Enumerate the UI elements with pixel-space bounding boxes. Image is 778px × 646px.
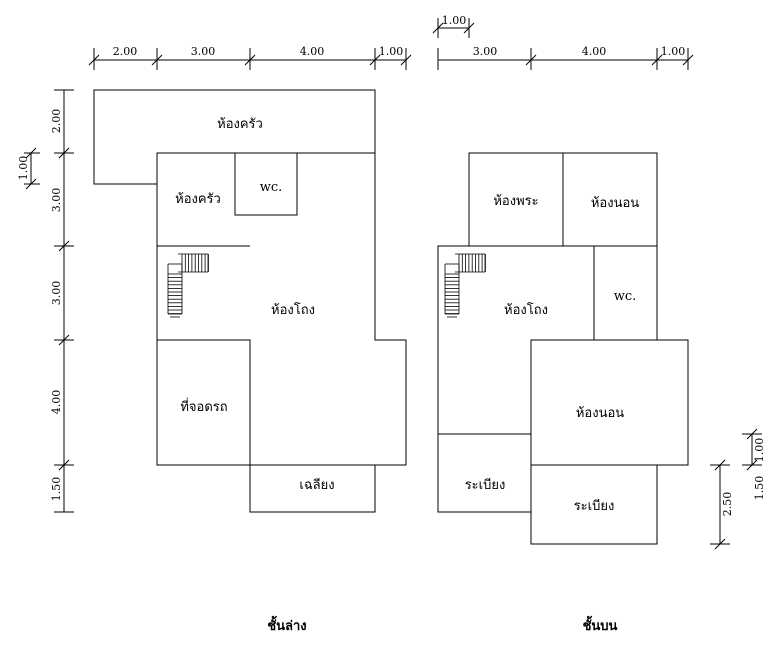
- ground-dim-left-4: 4.00: [50, 390, 63, 415]
- upper-dim-top-3: 1.00: [661, 45, 686, 58]
- ground-dimensions: 2.00 3.00 4.00 1.00 2.00 3.00 3.00 4.00 …: [17, 45, 412, 513]
- ground-carport-label: ที่จอดรถ: [180, 398, 227, 415]
- upper-dim-right-2: 1.50: [753, 476, 766, 501]
- ground-wc-walls: [234, 152, 298, 216]
- ground-dim-left-2: 3.00: [50, 188, 63, 213]
- upper-dim-right-3: 2.50: [721, 492, 734, 517]
- upper-stair-icon: [444, 253, 486, 318]
- upper-balcony-bottom-walls: [530, 465, 658, 545]
- ground-dim-left-1: 2.00: [50, 109, 63, 134]
- upper-wc-label: wc.: [614, 289, 637, 304]
- ground-kitchen-extension-walls: [93, 89, 376, 185]
- ground-porch-label: เฉลียง: [299, 477, 334, 493]
- ground-dim-top-1: 2.00: [113, 45, 138, 58]
- ground-dim-top-4: 1.00: [379, 45, 404, 58]
- ground-wc-label: wc.: [260, 180, 283, 195]
- upper-balcony-bottom-label: ระเบียง: [574, 498, 615, 514]
- upper-bedroom-main-label: ห้องนอน: [576, 406, 624, 421]
- upper-dimensions: 1.00 3.00 4.00 1.00 1.00 1.50 2.50: [432, 14, 766, 550]
- ground-kitchen-outer-label: ห้องครัว: [217, 117, 263, 132]
- ground-dim-top-2: 3.00: [191, 45, 216, 58]
- upper-floor-caption: ชั้นบน: [583, 615, 618, 634]
- upper-dim-right-1: 1.00: [753, 438, 766, 463]
- ground-porch-walls: [249, 465, 376, 513]
- upper-balcony-left-walls: [437, 433, 532, 513]
- ground-dim-left-3: 3.00: [50, 281, 63, 306]
- ground-stair-icon: [167, 253, 209, 318]
- ground-main-outline: [156, 152, 407, 466]
- ground-dim-top-3: 4.00: [300, 45, 325, 58]
- upper-floor-plan: ห้องพระ ห้องนอน ห้องโถง wc. ห้องนอน ระเบ…: [437, 152, 689, 634]
- ground-floor-caption: ชั้นล่าง: [267, 615, 306, 634]
- upper-bedroom-main-walls: [530, 339, 689, 466]
- ground-kitchen-inner-label: ห้องครัว: [175, 192, 221, 207]
- upper-balcony-left-label: ระเบียง: [465, 477, 506, 493]
- ground-carport-walls: [157, 339, 251, 465]
- upper-dim-top-2: 4.00: [582, 45, 607, 58]
- ground-hall-label: ห้องโถง: [271, 302, 315, 318]
- ground-floor-plan: ห้องครัว ห้องครัว wc. ห้องโถง ที่จอดรถ เ…: [93, 89, 407, 634]
- upper-dim-top-1: 3.00: [473, 45, 498, 58]
- upper-hall-label: ห้องโถง: [504, 302, 548, 318]
- upper-dim-top-small: 1.00: [442, 14, 467, 27]
- upper-bedroom-top-label: ห้องนอน: [591, 196, 639, 211]
- upper-shrine-label: ห้องพระ: [493, 194, 538, 209]
- ground-dim-left-5: 1.50: [50, 477, 63, 502]
- ground-dim-small-left: 1.00: [17, 156, 30, 181]
